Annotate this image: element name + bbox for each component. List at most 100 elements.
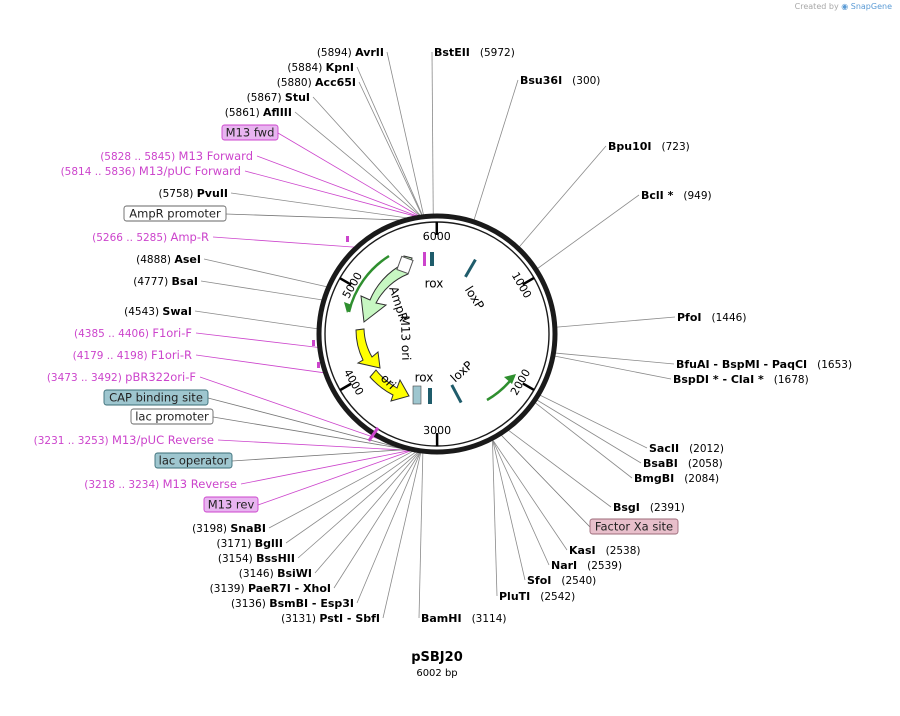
enzyme-leader-line [203,258,327,288]
primer-label[interactable]: (4179 .. 4198) F1ori-R [73,348,192,362]
primer-label[interactable]: (3218 .. 3234) M13 Reverse [84,477,237,491]
enzyme-label[interactable]: (4777) BsaI [133,275,198,288]
enzyme-name: BsgI [613,501,640,514]
feature-label-box[interactable] [221,124,279,141]
primer-label[interactable]: (3473 .. 3492) pBR322ori-F [47,370,196,384]
enzyme-label[interactable]: (5884) KpnI [287,61,354,74]
enzyme-label[interactable]: NarI(2539) [551,559,622,572]
primer-name: M13 Forward [179,149,253,163]
enzyme-label[interactable]: (4888) AseI [136,253,201,266]
primer-name: F1ori-R [151,348,192,362]
ampr-feature-arrow [360,255,413,323]
enzyme-name: BmgBI [634,472,674,485]
tick-mark [339,382,352,392]
enzyme-name: AflIII [263,106,292,119]
feature-label-box[interactable] [154,452,233,469]
primer-label[interactable]: (5814 .. 5836) M13/pUC Forward [61,164,241,178]
f1ori-r-primer-mark [317,362,320,368]
inner-feature-label: loxP [448,358,476,385]
enzyme-label[interactable]: SacII(2012) [649,442,724,455]
enzyme-leader-line [492,440,498,597]
f1ori-f-primer-mark [312,340,315,346]
ampr-promoter-box [396,255,414,275]
enzyme-coordinate: (3114) [472,613,507,625]
enzyme-label[interactable]: (5867) StuI [247,91,310,104]
enzyme-label[interactable]: (3171) BglII [217,537,283,550]
plasmid-name: pSBJ20 [411,650,463,665]
enzyme-label[interactable]: PluTI(2542) [499,590,575,603]
feature-label-box[interactable] [123,205,227,222]
feature-leader-line [212,416,401,449]
primer-label[interactable]: (5266 .. 5285) Amp-R [92,230,209,244]
enzyme-name: BspDI * - ClaI * [673,373,764,386]
plasmid-length: 6002 bp [416,668,458,679]
enzyme-label[interactable]: (5758) PvuII [158,187,228,200]
enzyme-coordinate: (3139) [210,583,248,595]
primer-label[interactable]: (5828 .. 5845) M13 Forward [100,149,253,163]
m13-fwd-primer-mark [423,252,426,266]
enzyme-label[interactable]: (3131) PstI - SbfI [281,612,380,625]
lac-operator-mark [412,385,422,405]
primer-name: M13/pUC Forward [139,164,241,178]
enzyme-leader-line [358,81,423,216]
enzyme-coordinate: (2538) [606,545,641,557]
primer-leader-line [244,170,415,217]
enzyme-leader-line [556,316,676,328]
enzyme-coordinate: (2084) [684,473,719,485]
amp-arrow-head-icon [344,302,352,313]
enzyme-coordinate: (1653) [817,359,852,371]
feature-label-box[interactable] [130,408,214,425]
enzyme-coordinate: (4888) [136,254,174,266]
enzyme-label[interactable]: KasI(2538) [569,544,641,557]
tick-label: 3000 [423,424,451,437]
enzyme-label[interactable]: (3139) PaeR7I - XhoI [210,582,331,595]
feature-label-box[interactable] [203,496,259,513]
enzyme-label[interactable]: BmgBI (2084) [634,472,719,485]
enzyme-label[interactable]: (4543) SwaI [124,305,192,318]
enzyme-coordinate: (3131) [281,613,319,625]
enzyme-label[interactable]: BfuAI - BspMI - PaqCI(1653) [676,358,852,371]
enzyme-label[interactable]: (3154) BssHII [218,552,295,565]
snapgene-credit: Created by ◉ SnapGene [795,2,892,11]
enzyme-leader-line [492,440,550,566]
enzyme-label[interactable]: (3146) BsiWI [239,567,312,580]
map-labels: BstEII(5972) Bsu36I(300) Bpu10I(723) BclI *… [34,46,852,625]
enzyme-label[interactable]: Bpu10I(723) [608,140,690,153]
enzyme-leader-line [540,394,648,449]
cds-arrow-head-icon [504,374,516,384]
enzyme-name: BsmBI - Esp3I [269,597,354,610]
leader-lines [194,51,676,619]
enzyme-label[interactable]: BamHI(3114) [421,612,507,625]
enzyme-name: BsaI [172,275,198,288]
enzyme-label[interactable]: (3198) SnaBI [192,522,266,535]
enzyme-coordinate: (300) [572,75,600,87]
primer-leader-line [195,354,324,374]
primer-label[interactable]: (4385 .. 4406) F1ori-F [74,326,192,340]
primer-leader-line [240,450,410,485]
snapgene-logo-icon: ◉ [841,2,849,11]
enzyme-label[interactable]: BstEII(5972) [434,46,515,59]
enzyme-label[interactable]: BspDI * - ClaI *(1678) [673,373,809,386]
enzyme-label[interactable]: (5894) AvrII [317,46,384,59]
enzyme-label[interactable]: (3136) BsmBI - Esp3I [231,597,354,610]
enzyme-label[interactable]: Bsu36I(300) [520,74,600,87]
enzyme-label[interactable]: BsgI (2391) [613,501,685,514]
enzyme-label[interactable]: PfoI(1446) [677,311,746,324]
enzyme-name: AvrII [355,46,384,59]
enzyme-label[interactable]: SfoI(2540) [527,574,596,587]
enzyme-name: PvuII [197,187,228,200]
enzyme-label[interactable]: BclI *(949) [641,189,712,202]
enzyme-coordinate: (2391) [650,502,685,514]
feature-label-box[interactable] [589,518,679,535]
enzyme-label[interactable]: (5880) Acc65I [277,76,356,89]
enzyme-label[interactable]: (5861) AflIII [225,106,292,119]
primer-range: (3473 .. 3492) [47,372,125,384]
feature-label-box[interactable] [103,389,209,406]
enzyme-coordinate: (5758) [158,188,196,200]
backbone-outer-strand [316,213,558,455]
primer-label[interactable]: (3231 .. 3253) M13/pUC Reverse [34,433,214,447]
feature-leader-line [277,132,419,216]
enzyme-leader-line [537,194,640,269]
enzyme-label[interactable]: BsaBI(2058) [643,457,723,470]
